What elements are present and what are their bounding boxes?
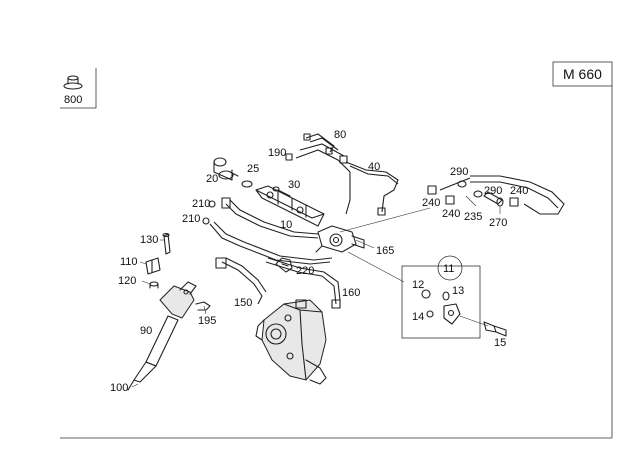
fitting-40a [339, 155, 348, 164]
label-270: 270 [489, 217, 507, 229]
label-240-right: 240 [510, 185, 528, 197]
fitting-190a [325, 147, 333, 155]
label-20: 20 [206, 173, 218, 185]
fitting-160 [331, 299, 341, 309]
label-220: 220 [296, 265, 314, 277]
label-165: 165 [376, 245, 394, 257]
label-290-right: 290 [484, 185, 502, 197]
seal-fitting [443, 303, 461, 325]
return-pipe-a [221, 261, 263, 305]
label-290-left: 290 [450, 166, 468, 178]
label-90: 90 [140, 325, 152, 337]
label-240-left: 240 [422, 197, 440, 209]
leader-195 [203, 305, 207, 315]
label-30: 30 [288, 179, 300, 191]
retaining-clip [195, 301, 211, 311]
label-195: 195 [198, 315, 216, 327]
banjo-bolt [483, 321, 507, 337]
fitting-40b [377, 207, 386, 216]
return-fittings [427, 180, 519, 207]
seal-ring [241, 180, 253, 188]
label-11: 11 [443, 263, 454, 275]
label-160: 160 [342, 287, 360, 299]
leader-110 [139, 261, 147, 265]
washer [149, 281, 159, 289]
label-150: 150 [234, 297, 252, 309]
leader-235 [465, 195, 477, 207]
injector-line-b [349, 165, 399, 185]
label-210-upper: 210 [192, 198, 210, 210]
return-pipe-c [265, 261, 337, 305]
leader-165 [355, 239, 375, 249]
clamp-bolt [162, 232, 171, 255]
pressure-line-a [295, 149, 351, 215]
label-210-lower: 210 [182, 213, 200, 225]
injector-clamp [145, 257, 161, 275]
label-10: 10 [280, 219, 292, 231]
return-hose-b [470, 181, 559, 209]
assembly-number: 800 [64, 94, 82, 106]
return-pipe-d [267, 257, 341, 301]
o-ring-12 [421, 289, 431, 299]
leader-15 [459, 315, 489, 327]
injector [127, 281, 197, 391]
leader-to-box [347, 251, 405, 283]
pipe-clip [275, 257, 293, 273]
model-box [552, 61, 613, 87]
high-pressure-pump [255, 299, 327, 385]
label-13: 13 [452, 285, 464, 297]
fitting-150 [215, 257, 227, 269]
label-130: 130 [140, 234, 158, 246]
label-25: 25 [247, 163, 259, 175]
pressure-line-80b [309, 137, 339, 151]
supply-pipe-b [213, 221, 333, 261]
label-235: 235 [464, 211, 482, 223]
fitting-210c [208, 200, 216, 208]
fuel-rail [255, 185, 325, 227]
return-hose-a [470, 175, 565, 215]
supply-pipe-a [209, 223, 331, 265]
pressure-sensor [213, 157, 239, 181]
label-14: 14 [412, 311, 424, 323]
label-110: 110 [120, 256, 138, 268]
label-40: 40 [368, 161, 380, 173]
label-190: 190 [268, 147, 286, 159]
supply-pipe-c [225, 203, 319, 239]
label-120: 120 [118, 275, 136, 287]
label-100: 100 [110, 382, 128, 394]
label-15: 15 [494, 337, 506, 349]
return-hose-c [439, 177, 471, 191]
label-80: 80 [334, 129, 346, 141]
o-ring-14 [426, 310, 434, 318]
model-label: M 660 [563, 66, 602, 82]
fitting-210a [221, 197, 231, 209]
leader-to-return [339, 207, 431, 233]
seal-kit-box [401, 265, 481, 339]
pressure-regulator [315, 225, 365, 253]
label-240-mid: 240 [442, 208, 460, 220]
assembly-icon [63, 75, 83, 90]
fitting-210b [202, 217, 210, 225]
seal-kit-circle [437, 255, 463, 281]
assembly-box [60, 68, 97, 109]
leader-100 [131, 383, 139, 388]
o-ring-13 [442, 291, 450, 301]
leader-120 [141, 280, 151, 285]
pressure-line-b [299, 143, 345, 157]
fitting-190b [285, 153, 293, 161]
supply-pipe-d [229, 199, 319, 235]
return-pipe-b [225, 257, 267, 293]
rail-bolt [272, 186, 291, 197]
label-12: 12 [412, 279, 424, 291]
fitting-80 [303, 133, 311, 141]
injector-line [345, 161, 399, 213]
